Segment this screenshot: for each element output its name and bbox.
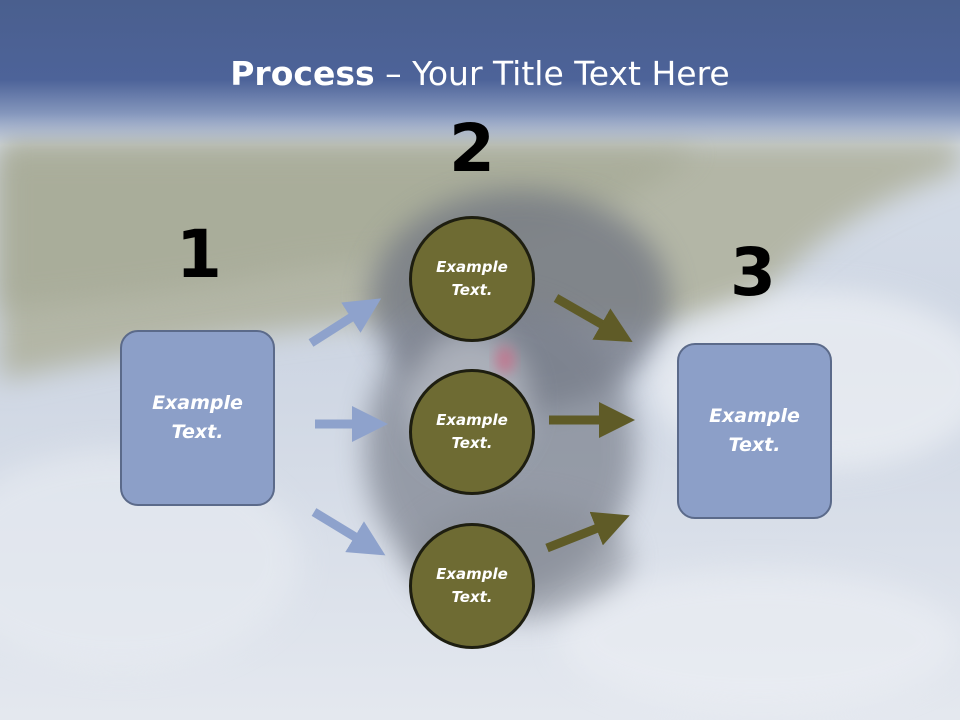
step-2-number: 2 — [449, 110, 495, 187]
circle-bottom-text: Example Text. — [436, 565, 508, 606]
circle-middle-text: Example Text. — [436, 411, 508, 452]
step-1-number: 1 — [176, 216, 222, 293]
step-1-box: Example Text. — [120, 330, 275, 506]
slide-title: Process – Your Title Text Here — [0, 52, 960, 96]
step-2-circle-middle: Example Text. — [409, 369, 535, 495]
step-3-box: Example Text. — [677, 343, 832, 519]
title-bar — [0, 0, 960, 145]
title-rest: – Your Title Text Here — [374, 54, 730, 93]
arrow-2-bottom-to-3 — [545, 511, 630, 553]
step-3-text: Example Text. — [709, 405, 800, 456]
arrow-2-top-to-3 — [553, 294, 633, 342]
arrow-1-to-2-bottom — [311, 508, 386, 556]
step-1-text: Example Text. — [152, 392, 243, 443]
arrow-1-to-2-top — [308, 298, 382, 347]
step-2-circle-top: Example Text. — [409, 216, 535, 342]
title-bold: Process — [230, 54, 375, 93]
circle-top-text: Example Text. — [436, 258, 508, 299]
step-2-circle-bottom: Example Text. — [409, 523, 535, 649]
step-3-number: 3 — [730, 234, 776, 311]
